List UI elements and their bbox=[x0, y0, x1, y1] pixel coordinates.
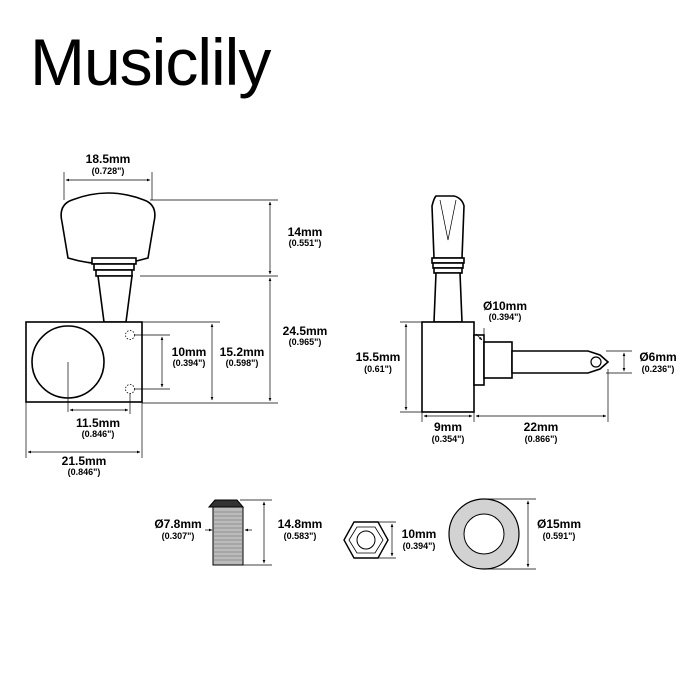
dim-side-width: 9mm bbox=[434, 420, 462, 434]
dim-post-to-base: 24.5mm bbox=[283, 324, 328, 338]
svg-text:(0.307"): (0.307") bbox=[162, 531, 195, 541]
nut-dimensions: 10mm (0.394") bbox=[378, 521, 437, 559]
svg-text:(0.394"): (0.394") bbox=[489, 312, 522, 322]
front-view-tuner bbox=[25, 192, 156, 412]
hex-nut-part bbox=[343, 521, 389, 559]
svg-text:(0.591"): (0.591") bbox=[543, 531, 576, 541]
svg-text:(0.61"): (0.61") bbox=[364, 364, 392, 374]
screw-hole bbox=[125, 330, 135, 340]
svg-text:(0.394"): (0.394") bbox=[173, 358, 206, 368]
front-view-dimensions: 18.5mm (0.728") 14mm (0.551") 24.5mm (0.… bbox=[25, 152, 328, 477]
bushing-cap bbox=[207, 499, 245, 508]
side-shaft bbox=[433, 272, 463, 323]
dim-post-diameter: Ø6mm bbox=[639, 350, 676, 364]
dim-post-length: 22mm bbox=[524, 420, 559, 434]
svg-text:(0.394"): (0.394") bbox=[403, 541, 436, 551]
dim-bushing-height: 14.8mm bbox=[278, 517, 323, 531]
svg-text:(0.236"): (0.236") bbox=[642, 364, 675, 374]
dim-screw-spacing: 10mm bbox=[172, 345, 207, 359]
svg-text:(0.551"): (0.551") bbox=[289, 238, 322, 248]
side-view-tuner bbox=[421, 195, 610, 413]
svg-text:(0.583"): (0.583") bbox=[284, 531, 317, 541]
dim-bushing-diameter: Ø7.8mm bbox=[154, 517, 201, 531]
tuner-shaft bbox=[97, 275, 133, 323]
dim-housing-height: 15.2mm bbox=[220, 345, 265, 359]
svg-text:(0.846"): (0.846") bbox=[82, 429, 115, 439]
side-button bbox=[431, 195, 465, 259]
bushing-dimensions: Ø7.8mm (0.307") 14.8mm (0.583") bbox=[154, 499, 323, 566]
svg-text:(0.965"): (0.965") bbox=[289, 337, 322, 347]
side-housing bbox=[421, 321, 475, 413]
dim-side-height: 15.5mm bbox=[356, 350, 401, 364]
string-hole bbox=[590, 356, 602, 368]
button-ring bbox=[93, 263, 135, 271]
dim-post-base-diameter: Ø10mm bbox=[483, 299, 527, 313]
svg-text:(0.598"): (0.598") bbox=[226, 358, 259, 368]
post-bushing-seat bbox=[483, 341, 513, 379]
svg-text:(0.354"): (0.354") bbox=[432, 434, 465, 444]
dim-gear-offset: 11.5mm bbox=[76, 416, 120, 430]
dim-washer-diameter: Ø15mm bbox=[537, 517, 581, 531]
bushing-part bbox=[207, 499, 245, 566]
washer-part bbox=[448, 498, 520, 570]
washer-dimensions: Ø15mm (0.591") bbox=[484, 498, 581, 570]
svg-text:(0.728"): (0.728") bbox=[92, 166, 125, 176]
side-view-dimensions: Ø10mm (0.394") 15.5mm (0.61") Ø6mm (0.23… bbox=[356, 299, 677, 444]
dim-nut-size: 10mm bbox=[402, 527, 437, 541]
svg-text:(0.866"): (0.866") bbox=[525, 434, 558, 444]
string-post bbox=[511, 350, 610, 374]
brand-title: Musiclily bbox=[30, 25, 271, 99]
dim-button-width: 18.5mm bbox=[86, 152, 131, 166]
tuner-button bbox=[60, 192, 156, 265]
button-ring bbox=[91, 257, 137, 265]
dim-button-height: 14mm bbox=[288, 225, 323, 239]
button-ring bbox=[95, 269, 133, 277]
post-flange bbox=[473, 334, 485, 386]
svg-text:(0.846"): (0.846") bbox=[68, 467, 101, 477]
screw-hole bbox=[125, 384, 135, 394]
dim-housing-width: 21.5mm bbox=[62, 454, 107, 468]
